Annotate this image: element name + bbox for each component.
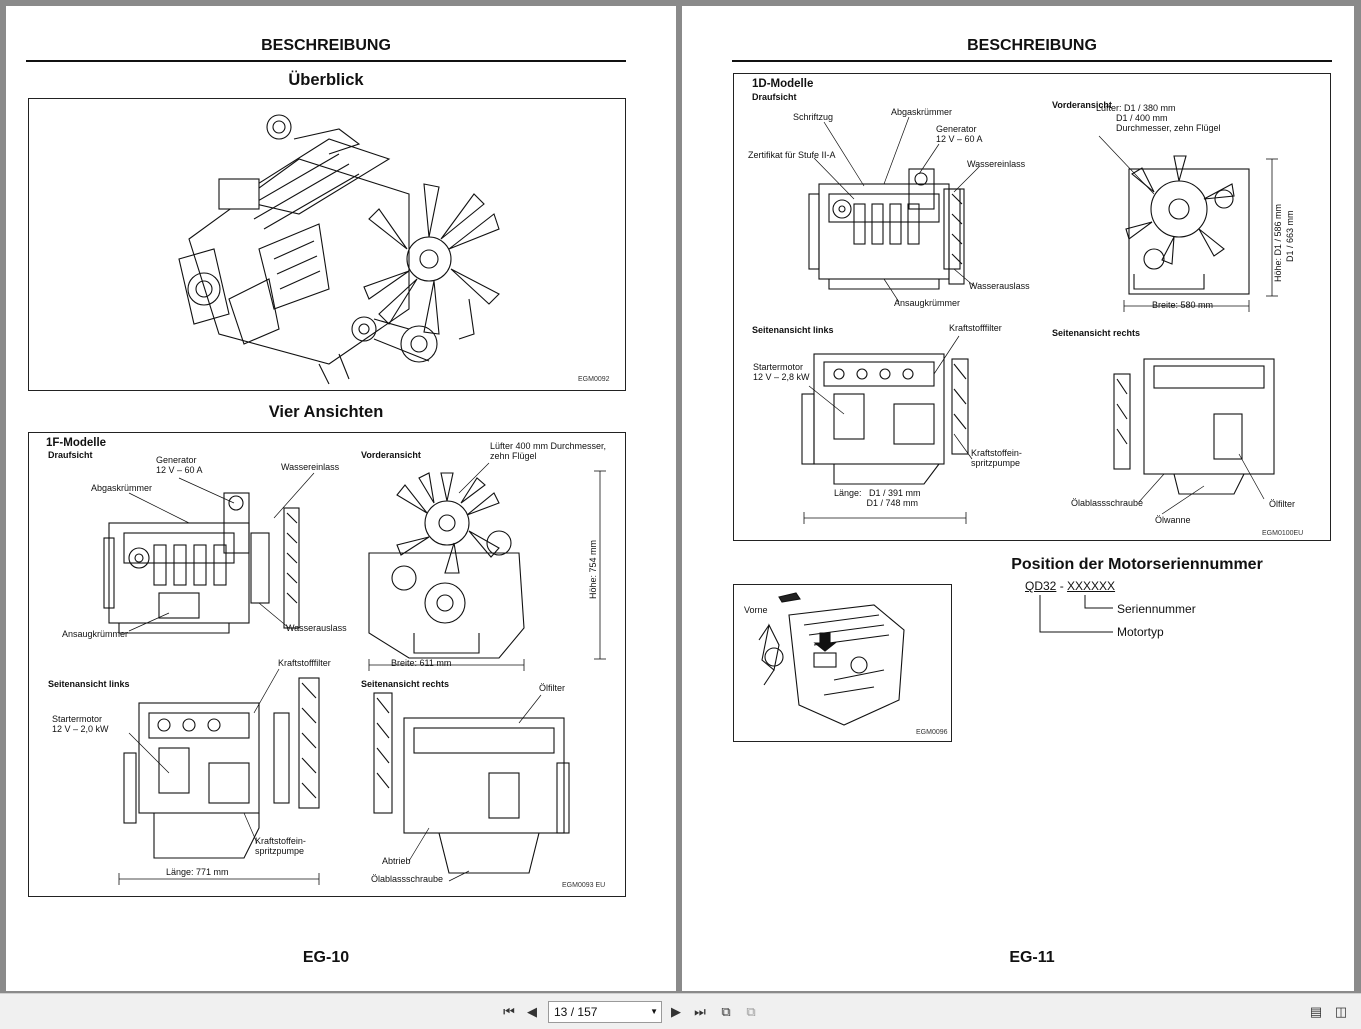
left-view-title: Seitenansicht links [752,325,834,335]
label-starter: Startermotor 12 V – 2,0 kW [52,714,109,734]
label-serial-number: Seriennummer [1117,602,1196,616]
last-page-icon[interactable]: ⏭ [694,1004,706,1019]
current-page: 13 [554,1005,568,1019]
overview-title: Überblick [288,71,364,89]
label-drain-plug: Ölablassschraube [371,874,444,884]
serial-position-title: Position der Motorseriennummer [1011,556,1263,573]
single-page-view-icon[interactable]: ▤ [1309,1004,1323,1019]
label-width: Breite: 580 mm [1152,300,1214,310]
label-drive: Abtrieb [382,856,411,866]
facing-pages-view-icon[interactable]: ◫ [1334,1004,1348,1019]
next-page-icon[interactable]: ▶ [671,1004,681,1019]
page-header: BESCHREIBUNG [967,37,1097,54]
page-number: EG-11 [1009,949,1055,966]
chevron-down-icon: ▼ [650,1007,658,1016]
top-view-title: Draufsicht [752,92,797,102]
label-water-outlet: Wasserauslass [286,623,347,633]
label-water-inlet: Wassereinlass [281,462,340,472]
four-views-figure: 1F-Modelle Draufsicht Generator 12 V – 6… [28,432,626,897]
right-view-title: Seitenansicht rechts [1052,328,1141,338]
two-page-view-icon[interactable]: ⧉ [746,1004,756,1019]
views-title: Vier Ansichten [268,403,384,421]
total-pages: 157 [577,1005,598,1019]
page-separator: / [570,1005,575,1019]
first-page-icon[interactable]: ⏮ [503,1004,515,1019]
page-number-select[interactable]: 13 / 157 ▼ [548,1001,662,1023]
label-intake-manifold: Ansaugkrümmer [62,629,129,639]
left-view-title: Seitenansicht links [48,679,130,689]
engine-overview-illustration [178,114,500,385]
engine-type-code: QD32 [1025,579,1057,593]
label-water-inlet: Wassereinlass [967,159,1026,169]
label-water-outlet: Wasserauslass [969,281,1030,291]
prev-page-icon[interactable]: ◀ [527,1004,537,1019]
label-length: Länge: 771 mm [166,867,229,877]
label-lettering: Schriftzug [793,112,834,122]
viewer-toolbar: ⏮ ◀ 13 / 157 ▼ ▶ ⏭ ⧉ ⧉ ▤ ◫ [0,993,1361,1029]
serial-separator: - [1056,579,1068,593]
serial-location-illustration [758,592,905,726]
label-intake-manifold: Ansaugkrümmer [894,298,961,308]
label-front: Vorne [744,605,768,615]
label-injection-pump: Kraftstoffein- spritzpumpe [971,448,1022,468]
overview-figure: EGM0092 [28,98,626,391]
document-page-left: BESCHREIBUNG Überblick [6,6,676,991]
serial-format-leaders [1039,595,1113,633]
four-views-figure: 1D-Modelle Draufsicht Schriftzug Abgaskr… [733,73,1331,541]
engine-views-illustration [103,462,606,885]
label-height: Höhe: 754 mm [588,539,598,599]
label-injection-pump: Kraftstoffein- spritzpumpe [255,836,306,856]
label-certificate: Zertifikat für Stufe II-A [748,150,836,160]
label-fan: Lüfter 400 mm Durchmesser, zehn Flügel [490,441,607,461]
label-fuel-filter: Kraftstofffilter [949,323,1002,333]
label-generator: Generator 12 V – 60 A [936,124,983,144]
serial-position-figure: Vorne EGM0096 [733,584,952,742]
figure-code: EGM0096 [916,729,948,736]
label-exhaust-manifold: Abgaskrümmer [91,483,153,493]
label-length: Länge: D1 / 391 mm D1 / 748 mm [834,488,921,508]
label-starter: Startermotor 12 V – 2,8 kW [753,362,810,382]
label-oil-pan: Ölwanne [1155,515,1191,525]
document-page-right: BESCHREIBUNG 1D-Modelle Draufsicht Schri… [682,6,1354,991]
figure-code: EGM0100EU [1262,530,1304,537]
top-view-title: Draufsicht [48,450,93,460]
page-number: EG-10 [302,949,350,966]
front-view-title: Vorderansicht [361,450,421,460]
label-width: Breite: 611 mm [391,658,452,668]
label-fuel-filter: Kraftstofffilter [278,658,331,668]
label-oil-filter: Ölfilter [539,683,566,693]
label-generator: Generator 12 V – 60 A [156,455,203,475]
engine-views-illustration [801,116,1278,524]
header-rule [732,60,1332,62]
header-rule [26,60,626,62]
model-title: 1D-Modelle [752,78,814,90]
figure-code: EGM0093 EU [562,882,606,889]
label-fan: Lüfter: D1 / 380 mm D1 / 400 mm Durchmes… [1096,103,1221,133]
figure-code: EGM0092 [578,376,610,383]
label-oil-filter: Ölfilter [1269,499,1296,509]
front-view-title: Vorderansicht [1052,100,1112,110]
model-title: 1F-Modelle [46,437,107,449]
label-exhaust-manifold: Abgaskrümmer [891,107,953,117]
label-drain-plug: Ölablassschraube [1071,498,1144,508]
right-view-title: Seitenansicht rechts [361,679,450,689]
serial-format: QD32 - XXXXXX [1025,579,1115,593]
label-engine-type: Motortyp [1117,625,1164,639]
serial-number-code: XXXXXX [1067,579,1116,593]
page-header: BESCHREIBUNG [261,37,391,54]
continuous-view-icon[interactable]: ⧉ [721,1004,731,1019]
